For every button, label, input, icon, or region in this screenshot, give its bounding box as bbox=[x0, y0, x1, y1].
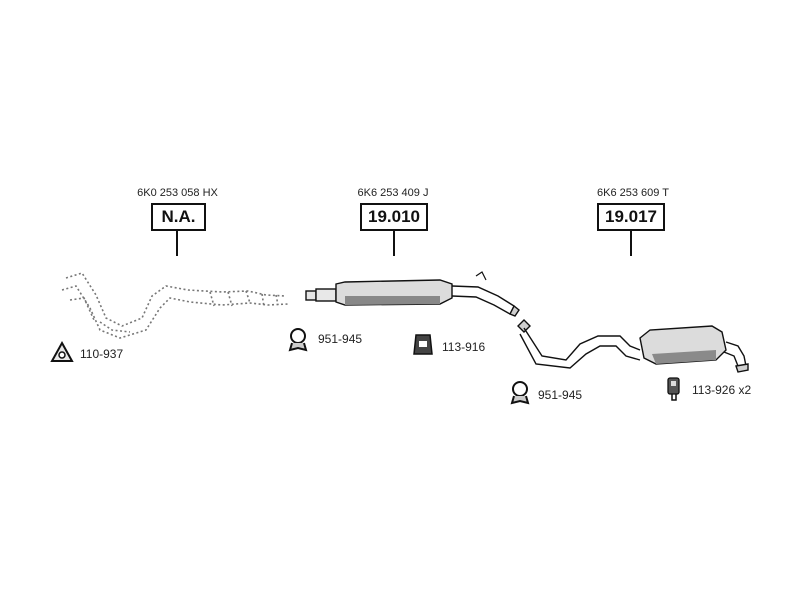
accessory-label-rubber-mount: 113-916 bbox=[442, 340, 486, 354]
gasket-icon[interactable] bbox=[50, 340, 74, 362]
oem-number-front-pipe: 6K0 253 058 HX bbox=[137, 187, 218, 199]
rear-silencer-drawing bbox=[517, 319, 749, 373]
accessory-label-clamp-rear: 951-945 bbox=[538, 388, 583, 402]
hanger-icon[interactable] bbox=[667, 377, 680, 401]
leader-line-middle-silencer bbox=[393, 229, 395, 256]
leader-line-front-pipe bbox=[176, 229, 178, 256]
rubber-mount-icon[interactable] bbox=[413, 334, 433, 355]
clamp-icon[interactable] bbox=[288, 328, 308, 352]
accessory-label-clamp-front: 951-945 bbox=[318, 332, 363, 346]
accessory-label-gasket: 110-937 bbox=[80, 347, 124, 361]
oem-number-middle-silencer: 6K6 253 409 J bbox=[357, 187, 429, 199]
accessory-label-hanger: 113-926 x2 bbox=[692, 383, 752, 397]
front-pipe-dotted-outline bbox=[61, 272, 289, 339]
leader-line-rear-silencer bbox=[630, 229, 632, 256]
middle-silencer-drawing bbox=[305, 271, 520, 317]
clamp-icon[interactable] bbox=[510, 381, 530, 405]
part-code-box-front-pipe[interactable]: N.A. bbox=[151, 203, 206, 231]
oem-number-rear-silencer: 6K6 253 609 T bbox=[597, 187, 669, 199]
